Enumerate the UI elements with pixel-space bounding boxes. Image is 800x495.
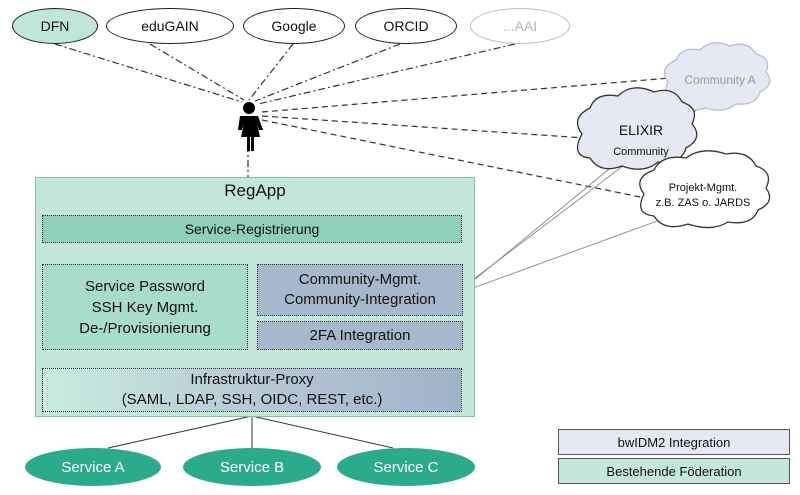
idp-aai: ...AAI — [470, 8, 570, 44]
line-community-mgmt-elixir — [461, 159, 621, 291]
person-icon — [238, 102, 263, 151]
projekt-line1: Projekt-Mgmt. — [668, 182, 738, 194]
cloud-projekt — [639, 150, 771, 229]
line-google-user — [248, 43, 294, 101]
line-dfn-user — [54, 43, 243, 103]
community-mgmt-box: Community-Mgmt. Community-Integration — [257, 264, 463, 316]
service-a: Service A — [25, 448, 161, 486]
elixir-title: ELIXIR — [618, 122, 664, 138]
idp-google: Google — [243, 8, 345, 44]
twofa-box: 2FA Integration — [257, 321, 463, 350]
line-community-mgmt-projekt — [461, 219, 661, 293]
service-registrierung-label: Service-Registrierung — [184, 221, 320, 237]
service-password-label: Service Password — [84, 277, 206, 295]
service-c: Service C — [337, 448, 475, 486]
cloud-elixir — [576, 87, 698, 170]
proxy-title: Infrastruktur-Proxy — [190, 371, 314, 388]
line-proxy-service-a — [107, 415, 253, 449]
service-b: Service B — [183, 448, 321, 486]
line-aai-user — [257, 43, 516, 105]
legend-bwidm-label: bwIDM2 Integration — [617, 434, 731, 450]
line-user-projekt — [261, 119, 656, 201]
provisionierung-label: De-/Provisionierung — [79, 319, 211, 337]
legend-bestehende: Bestehende Föderation — [558, 458, 790, 484]
community-a-label: Community A — [684, 73, 756, 87]
line-proxy-service-c — [251, 415, 394, 449]
idp-dfn: DFN — [12, 8, 98, 44]
community-mgmt-label: Community-Mgmt. — [298, 271, 422, 288]
proxy-protocols: (SAML, LDAP, SSH, OIDC, REST, etc.) — [121, 391, 383, 408]
elixir-subtitle: Community — [613, 146, 669, 158]
community-integration-label: Community-Integration — [284, 291, 436, 308]
service-registrierung-box: Service-Registrierung — [42, 215, 462, 243]
line-user-elixir — [261, 115, 586, 139]
line-edugain-user — [149, 43, 245, 101]
projekt-line2: z.B. ZAS o. JARDS — [655, 197, 751, 209]
ssh-key-label: SSH Key Mgmt. — [91, 298, 199, 316]
twofa-label: 2FA Integration — [309, 326, 411, 344]
legend-bestehende-label: Bestehende Föderation — [606, 463, 742, 479]
idp-orcid: ORCID — [355, 8, 457, 44]
infrastruktur-proxy-box: Infrastruktur-Proxy (SAML, LDAP, SSH, OI… — [42, 368, 462, 412]
line-orcid-user — [254, 43, 401, 102]
legend-bwidm: bwIDM2 Integration — [558, 429, 790, 455]
cloud-community-a — [663, 42, 771, 111]
line-user-community-a — [261, 77, 671, 113]
idp-edugain: eduGAIN — [106, 8, 234, 44]
regapp-title: RegApp — [224, 181, 286, 200]
service-password-box: Service Password SSH Key Mgmt. De-/Provi… — [42, 264, 248, 350]
